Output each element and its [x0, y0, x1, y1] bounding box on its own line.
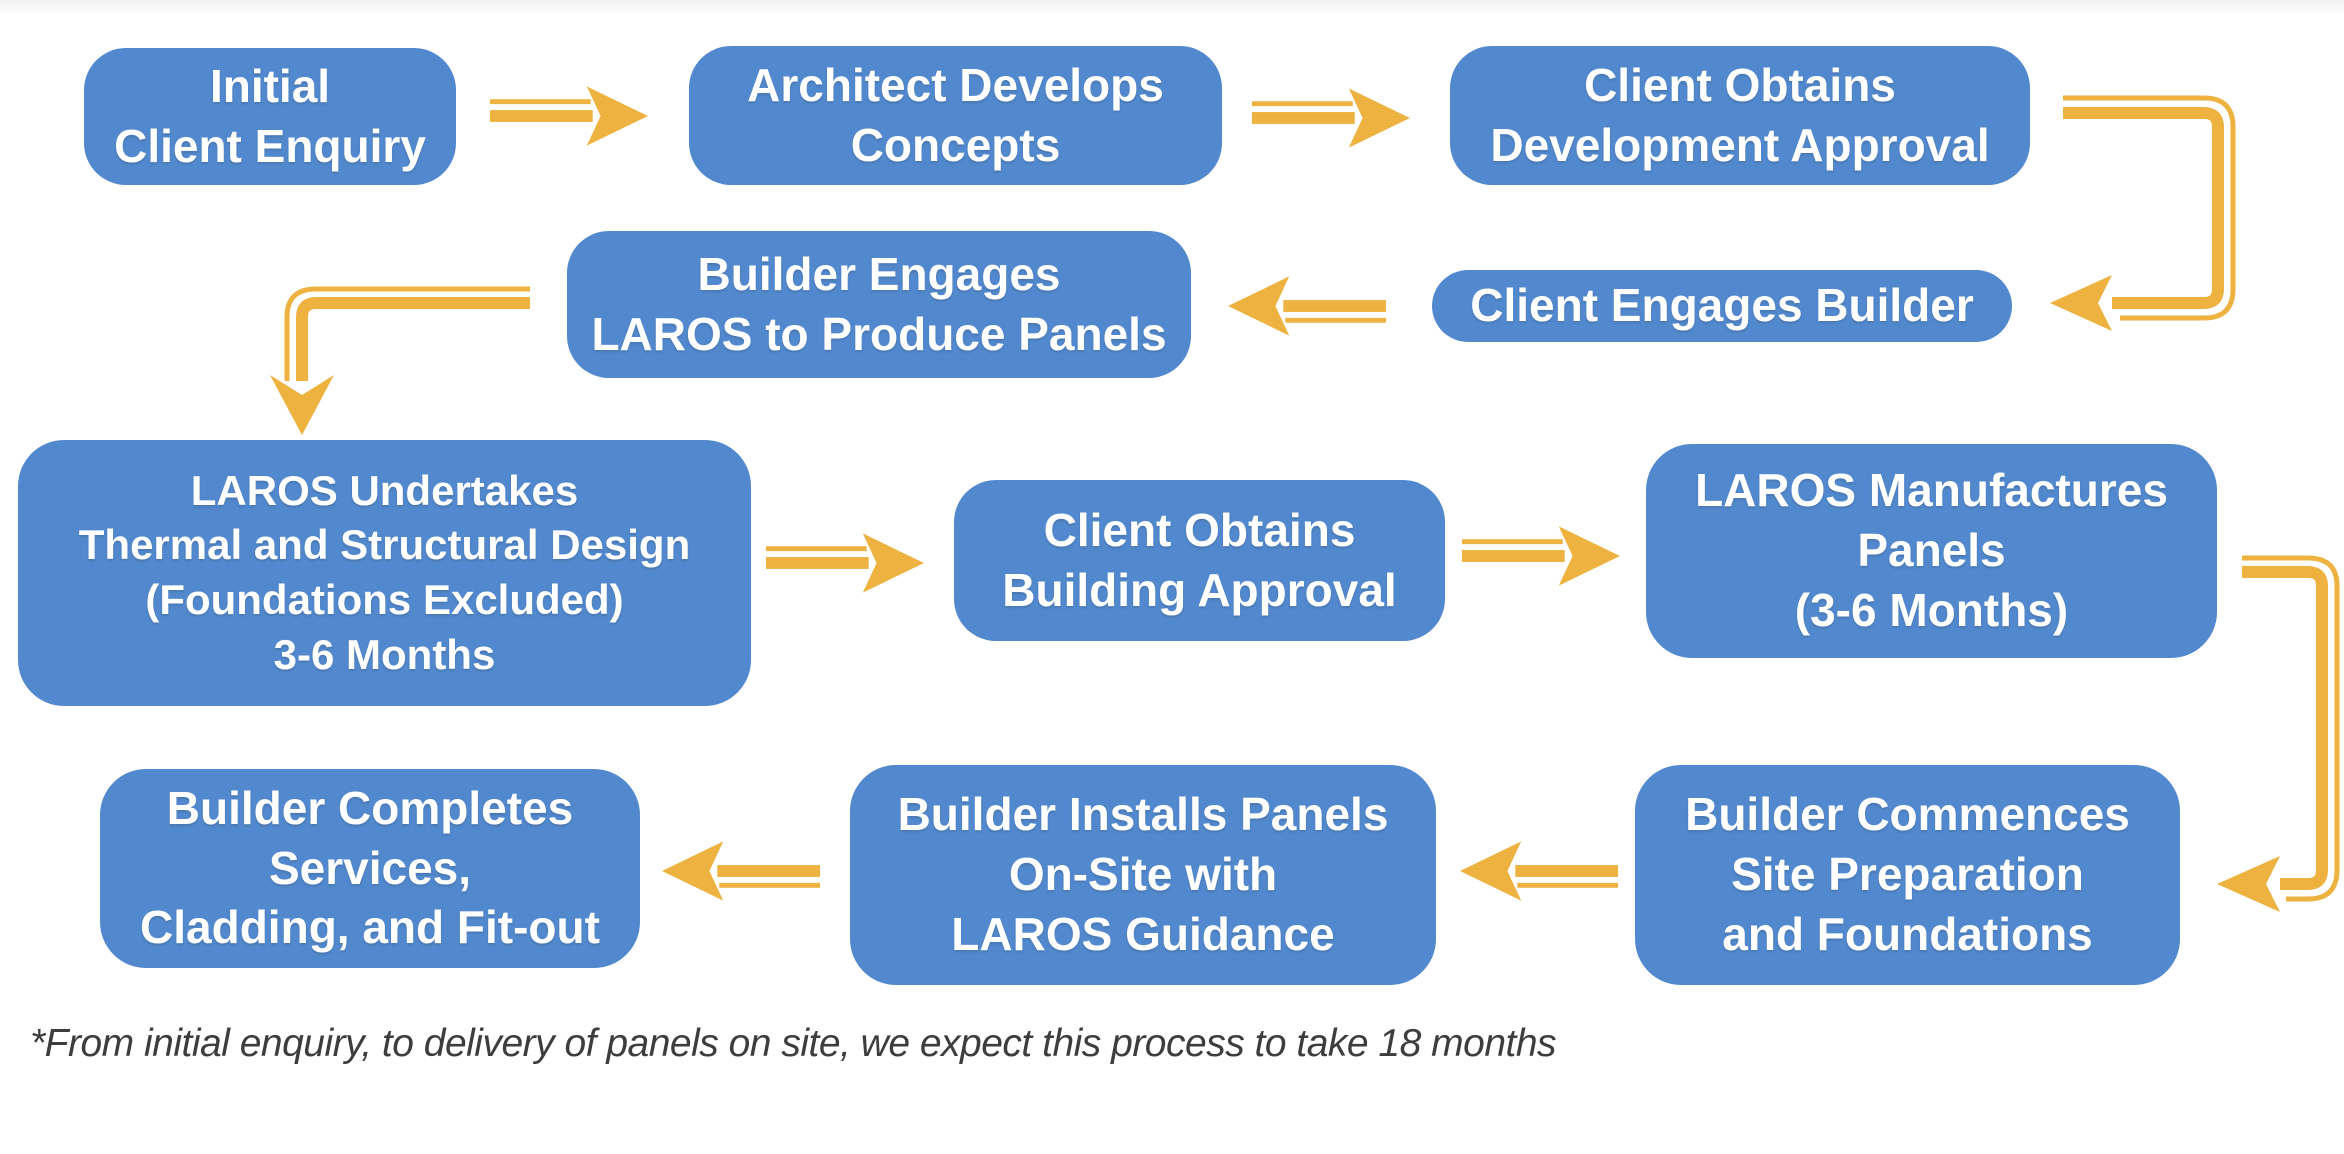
node-client-obtains-development-approval: Client Obtains Development Approval	[1450, 46, 2030, 185]
node-builder-completes-fitout: Builder Completes Services, Cladding, an…	[100, 769, 640, 968]
flow-arrow-left-icon	[1460, 841, 1618, 901]
flow-arrow-left-icon	[1228, 276, 1386, 336]
flow-elbow-down-left-icon	[2217, 555, 2340, 912]
footnote: *From initial enquiry, to delivery of pa…	[30, 1022, 1557, 1065]
node-builder-installs-panels: Builder Installs Panels On-Site with LAR…	[850, 765, 1436, 985]
flow-arrow-left-icon	[662, 841, 820, 901]
node-client-obtains-building-approval: Client Obtains Building Approval	[954, 480, 1445, 641]
node-builder-commences-site-preparation: Builder Commences Site Preparation and F…	[1635, 765, 2180, 985]
flow-elbow-down-left-icon	[2050, 95, 2236, 331]
node-initial-client-enquiry: Initial Client Enquiry	[84, 48, 456, 185]
flow-arrow-right-icon	[1252, 88, 1410, 148]
flow-arrow-right-icon	[1462, 526, 1620, 586]
node-laros-manufactures-panels: LAROS Manufactures Panels (3-6 Months)	[1646, 444, 2217, 658]
node-architect-develops-concepts: Architect Develops Concepts	[689, 46, 1222, 185]
node-client-engages-builder: Client Engages Builder	[1432, 270, 2012, 342]
node-laros-undertakes-design: LAROS Undertakes Thermal and Structural …	[18, 440, 751, 706]
flow-elbow-down-icon	[270, 286, 530, 435]
flow-arrow-right-icon	[766, 533, 924, 593]
flow-arrow-right-icon	[490, 86, 648, 146]
node-builder-engages-laros: Builder Engages LAROS to Produce Panels	[567, 231, 1191, 378]
page-top-edge	[0, 0, 2344, 14]
